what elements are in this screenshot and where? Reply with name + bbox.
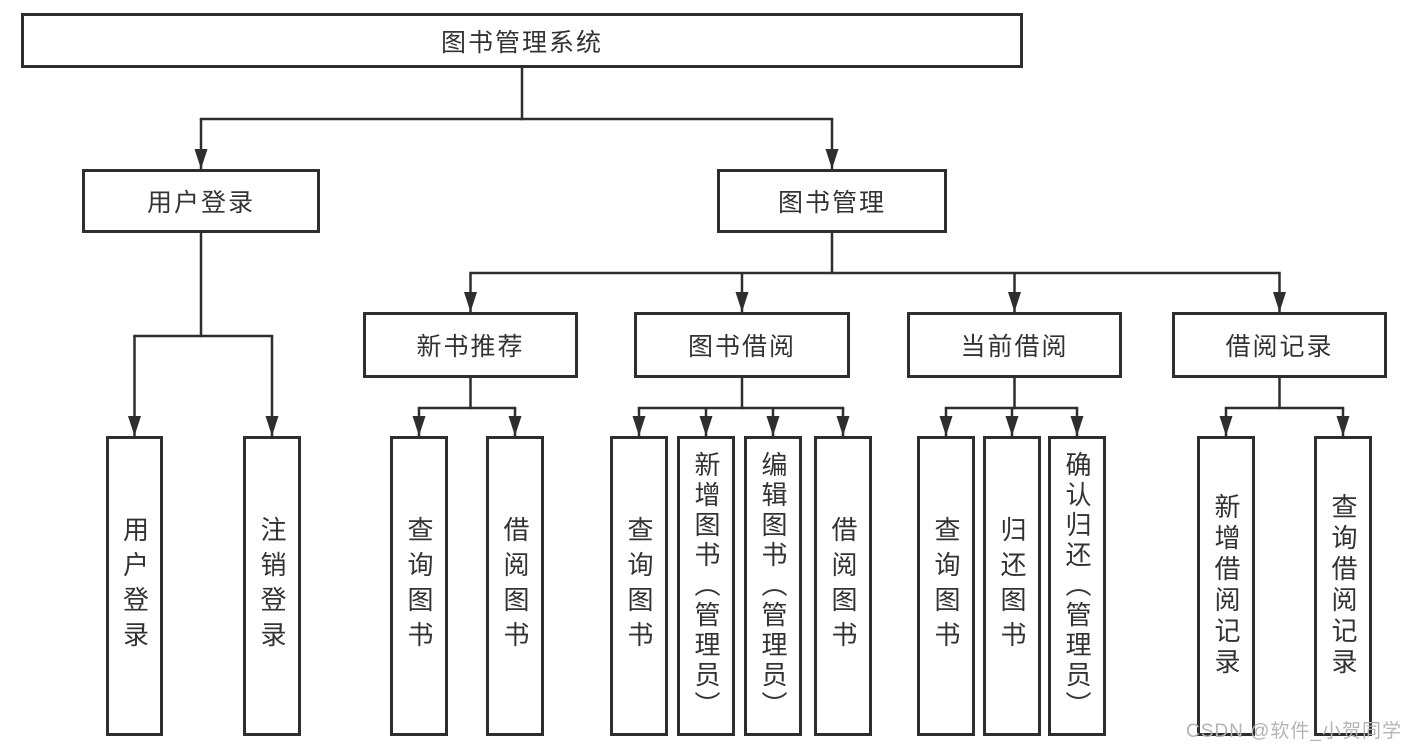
node-current-borrowing: 当前借阅 [907, 312, 1122, 378]
leaf-newbooks-query-book-label: 查询图书 [404, 516, 434, 656]
node-library-system-label: 图书管理系统 [440, 28, 603, 57]
node-borrowing-records-label: 借阅记录 [1225, 333, 1334, 361]
leaf-user-login-label: 用户登录 [119, 516, 150, 656]
leaf-records-add-borrow-record: 新增借阅记录 [1197, 436, 1255, 736]
leaf-user-login: 用户登录 [106, 436, 163, 736]
node-book-management-label: 图书管理 [777, 189, 886, 217]
leaf-logout-login: 注销登录 [243, 436, 301, 736]
node-user-login-label: 用户登录 [146, 189, 255, 217]
leaf-current-confirm-return-admin-label: 确认归还（管理员） [1062, 451, 1092, 721]
leaf-borrowing-add-book-admin: 新增图书（管理员） [677, 436, 735, 736]
leaf-borrowing-borrow-book: 借阅图书 [814, 436, 872, 736]
leaf-borrowing-edit-book-admin: 编辑图书（管理员） [744, 436, 802, 736]
leaf-newbooks-query-book: 查询图书 [390, 436, 448, 736]
leaf-records-add-borrow-record-label: 新增借阅记录 [1211, 493, 1241, 679]
leaf-borrowing-query-book: 查询图书 [610, 436, 668, 736]
node-current-borrowing-label: 当前借阅 [960, 333, 1069, 361]
leaf-borrowing-query-book-label: 查询图书 [624, 516, 654, 656]
leaf-current-query-book-label: 查询图书 [931, 516, 961, 656]
leaf-borrowing-add-book-admin-label: 新增图书（管理员） [691, 451, 721, 721]
leaf-current-query-book: 查询图书 [917, 436, 975, 736]
leaf-newbooks-borrow-book: 借阅图书 [486, 436, 544, 736]
node-library-system: 图书管理系统 [21, 13, 1023, 68]
leaf-borrowing-borrow-book-label: 借阅图书 [828, 516, 858, 656]
leaf-logout-login-label: 注销登录 [257, 516, 287, 656]
node-book-borrowing-label: 图书借阅 [687, 333, 796, 361]
node-book-management: 图书管理 [717, 169, 947, 233]
node-borrowing-records: 借阅记录 [1172, 312, 1387, 378]
node-book-borrowing: 图书借阅 [634, 312, 850, 378]
leaf-records-query-borrow-record-label: 查询借阅记录 [1328, 493, 1358, 679]
csdn-watermark: CSDN @软件_小贺同学 [1186, 721, 1402, 742]
leaf-records-query-borrow-record: 查询借阅记录 [1314, 436, 1372, 736]
leaf-current-return-book-label: 归还图书 [997, 516, 1027, 656]
leaf-borrowing-edit-book-admin-label: 编辑图书（管理员） [758, 451, 788, 721]
node-new-book-recommendation: 新书推荐 [363, 312, 578, 378]
leaf-current-return-book: 归还图书 [983, 436, 1041, 736]
leaf-current-confirm-return-admin: 确认归还（管理员） [1048, 436, 1106, 736]
leaf-newbooks-borrow-book-label: 借阅图书 [500, 516, 530, 656]
node-new-book-recommendation-label: 新书推荐 [416, 333, 525, 361]
node-user-login: 用户登录 [82, 169, 320, 233]
